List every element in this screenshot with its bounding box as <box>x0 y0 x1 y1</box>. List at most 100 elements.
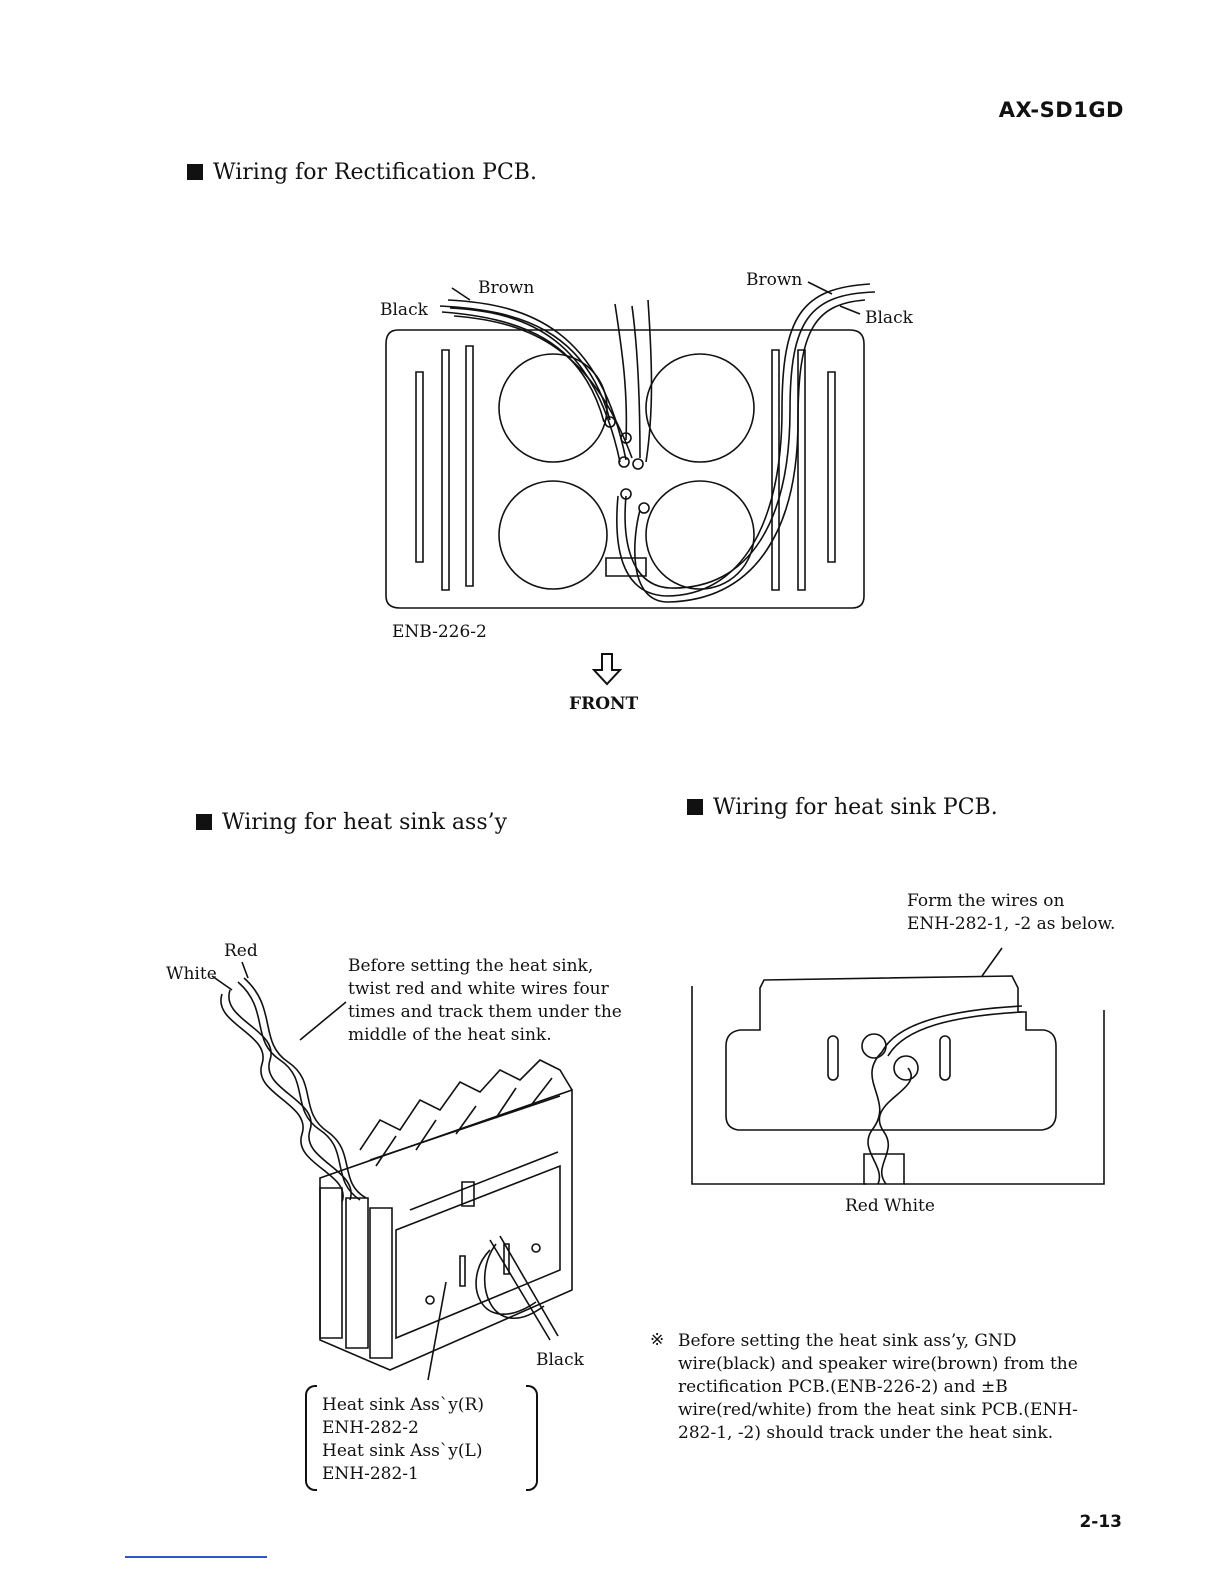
leader-line <box>300 1002 346 1040</box>
instruction-line: Before setting the heat sink, <box>348 956 594 976</box>
label-brown-right: Brown <box>746 270 803 290</box>
leader-line <box>982 948 1002 976</box>
footnote-line: wire(red/white) from the heat sink PCB.(… <box>678 1400 1078 1420</box>
footnote-line: 282-1, -2) should track under the heat s… <box>678 1423 1054 1443</box>
wire-red <box>868 1052 882 1184</box>
rectification-pcb-diagram <box>370 270 890 620</box>
pcb-slot <box>798 350 805 590</box>
wire-terminal <box>605 417 615 427</box>
wire-white <box>888 1012 1022 1056</box>
wire-brown <box>454 316 632 458</box>
pcb-frame <box>692 986 1104 1184</box>
capacitor <box>646 354 754 462</box>
pcb-slot <box>460 1256 465 1286</box>
part-line: Heat sink Ass`y(L) <box>322 1441 483 1461</box>
label-red-white: Red White <box>845 1196 935 1216</box>
instruction-line: twist red and white wires four <box>348 979 609 999</box>
wire <box>632 306 640 458</box>
pcb-edge <box>410 1152 558 1210</box>
footnote-line: Before setting the heat sink ass’y, GND <box>678 1331 1017 1351</box>
leader-line <box>840 306 860 314</box>
capacitor <box>499 354 607 462</box>
part-line: ENH-282-1 <box>322 1464 419 1484</box>
heatsink-pcb-diagram <box>686 940 1116 1200</box>
label-front: FRONT <box>569 694 639 714</box>
heatsink-pcb-instruction: Form the wires on ENH-282-1, -2 as below… <box>907 890 1115 936</box>
heatsink-pcb <box>396 1166 560 1338</box>
label-white: White <box>166 964 217 984</box>
wire-brown <box>448 300 626 460</box>
page-number: 2-13 <box>1079 1512 1122 1532</box>
pcb-outline <box>386 330 864 608</box>
wire-loop <box>485 1244 544 1318</box>
wire-terminal <box>862 1034 886 1058</box>
capacitor <box>499 481 607 589</box>
wire-black <box>490 1240 550 1340</box>
parts-bracket-right <box>526 1385 538 1491</box>
heading-rectification: Wiring for Rectification PCB. <box>187 160 537 185</box>
heatsink-plate <box>370 1208 392 1358</box>
instruction-line: times and track them under the <box>348 1002 622 1022</box>
heatsink-plate <box>320 1188 342 1338</box>
pcb-component <box>606 558 646 576</box>
wire-brown <box>450 308 620 462</box>
wire-black <box>442 312 604 422</box>
heading-rectification-text: Wiring for Rectification PCB. <box>213 160 537 185</box>
wire-terminal <box>894 1056 918 1080</box>
mounting-hole <box>426 1296 434 1304</box>
heading-heatsink-assy-text: Wiring for heat sink ass’y <box>222 810 508 835</box>
bullet-square-icon <box>196 814 212 830</box>
mounting-hole <box>532 1244 540 1252</box>
wire-white <box>879 1068 911 1184</box>
pcb-connector <box>864 1154 904 1184</box>
wire-brown <box>617 284 870 596</box>
wire-terminal <box>633 459 643 469</box>
model-number: AX-SD1GD <box>998 98 1124 122</box>
leader-line <box>428 1282 446 1380</box>
label-black-heatsink: Black <box>536 1350 584 1370</box>
wire-red <box>244 978 366 1198</box>
wire <box>615 304 626 440</box>
label-black-right: Black <box>865 308 913 328</box>
label-board-enb: ENB-226-2 <box>392 622 487 642</box>
down-arrow-icon <box>590 652 624 686</box>
pcb-board <box>726 976 1056 1130</box>
wire-black <box>440 306 610 420</box>
pcb-slot <box>416 372 423 562</box>
label-black-left: Black <box>380 300 428 320</box>
heading-heatsink-pcb-text: Wiring for heat sink PCB. <box>713 795 998 820</box>
wire-red <box>882 1006 1022 1052</box>
bullet-square-icon <box>187 164 203 180</box>
wire-white <box>229 990 351 1200</box>
pcb-slot <box>828 372 835 562</box>
heatsink-assy-diagram <box>160 960 600 1380</box>
wire-black <box>625 292 875 588</box>
footnote-text: Before setting the heat sink ass’y, GND … <box>678 1330 1078 1445</box>
footnote-line: rectification PCB.(ENB-226-2) and ±B <box>678 1377 1008 1397</box>
heading-heatsink-pcb: Wiring for heat sink PCB. <box>687 795 998 820</box>
pcb-slot <box>940 1036 950 1080</box>
bullet-square-icon <box>687 799 703 815</box>
heatsink-body <box>320 1090 572 1370</box>
leader-line <box>452 288 470 300</box>
footnote-line: wire(black) and speaker wire(brown) from… <box>678 1354 1078 1374</box>
wire-white <box>221 994 343 1202</box>
part-line: ENH-282-2 <box>322 1418 419 1438</box>
pcb-slot <box>828 1036 838 1080</box>
pcb-slot <box>466 346 473 586</box>
part-line: Heat sink Ass`y(R) <box>322 1395 484 1415</box>
wire-black <box>500 1236 558 1336</box>
parts-bracket-left <box>305 1385 317 1491</box>
wire-red <box>238 982 360 1200</box>
leader-line <box>242 962 248 978</box>
wire-loop <box>476 1250 536 1314</box>
instruction-line: middle of the heat sink. <box>348 1025 552 1045</box>
wire-terminal <box>639 503 649 513</box>
heatsink-back <box>370 1096 560 1160</box>
leader-line <box>808 282 832 294</box>
label-red: Red <box>224 941 258 961</box>
heatsink-fin <box>360 1060 572 1150</box>
capacitor <box>646 481 754 589</box>
footnote-symbol: ※ <box>650 1330 665 1350</box>
wire <box>646 300 652 462</box>
